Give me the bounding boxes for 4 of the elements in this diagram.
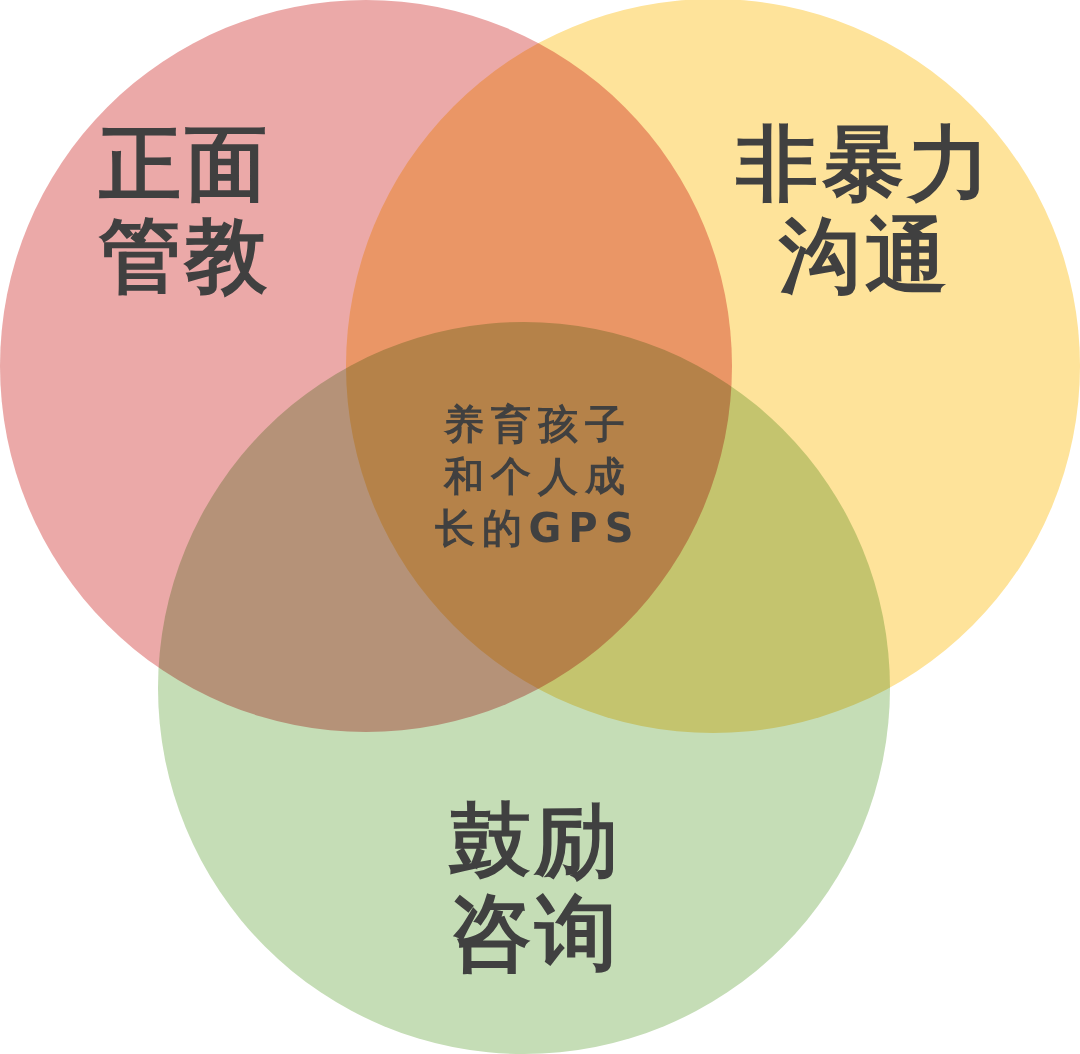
center-label: 养育孩子和个人成长的GPS bbox=[433, 400, 642, 553]
circle-label: 非暴力沟通 bbox=[735, 118, 995, 302]
circle-label: 鼓励咨询 bbox=[447, 795, 622, 979]
circle-label: 正面管教 bbox=[98, 118, 272, 302]
